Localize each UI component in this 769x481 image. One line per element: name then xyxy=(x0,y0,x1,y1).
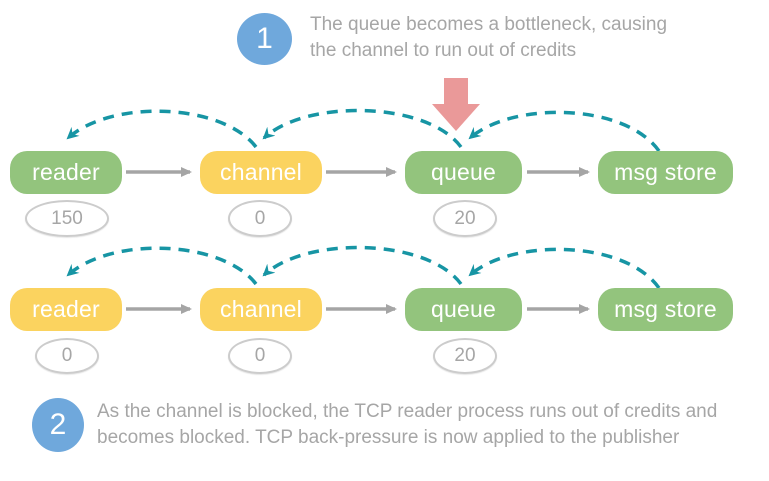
credit-count-channel-row2: 0 xyxy=(228,338,292,374)
backpressure-channel-to-reader-row1 xyxy=(66,109,258,149)
step-1-number: 1 xyxy=(256,22,273,55)
credit-count-reader-row2: 0 xyxy=(35,338,99,374)
node-channel-row2: channel xyxy=(200,288,322,331)
node-queue-row2: queue xyxy=(405,288,522,331)
backpressure-channel-to-reader-row2 xyxy=(66,246,258,286)
backpressure-msgstore-to-queue-row1 xyxy=(468,110,661,153)
node-channel-row1: channel xyxy=(200,151,322,194)
node-reader-row2: reader xyxy=(10,288,122,331)
backpressure-queue-to-channel-row2 xyxy=(262,245,463,286)
node-reader-row1: reader xyxy=(10,151,122,194)
credit-count-channel-row1: 0 xyxy=(228,200,292,237)
backpressure-msgstore-to-queue-row2 xyxy=(468,247,661,290)
bottleneck-pointer-arrow xyxy=(432,78,480,131)
credit-count-reader-row1: 150 xyxy=(25,200,109,237)
credit-count-queue-row2: 20 xyxy=(433,338,497,374)
backpressure-arrows-row1 xyxy=(66,108,661,153)
node-queue-row1: queue xyxy=(405,151,522,194)
credit-count-queue-row1: 20 xyxy=(433,200,497,237)
step-2-badge: 2 xyxy=(32,398,84,452)
step-1-note: The queue becomes a bottleneck, causing … xyxy=(310,14,668,61)
backpressure-arrows-row2 xyxy=(66,245,661,290)
step-1-badge: 1 xyxy=(237,13,292,65)
node-msgstore-row2: msg store xyxy=(598,288,733,331)
node-msgstore-row1: msg store xyxy=(598,151,733,194)
step-2-note: As the channel is blocked, the TCP reade… xyxy=(97,401,718,448)
backpressure-queue-to-channel-row1 xyxy=(262,108,463,149)
step-2-number: 2 xyxy=(49,408,67,441)
